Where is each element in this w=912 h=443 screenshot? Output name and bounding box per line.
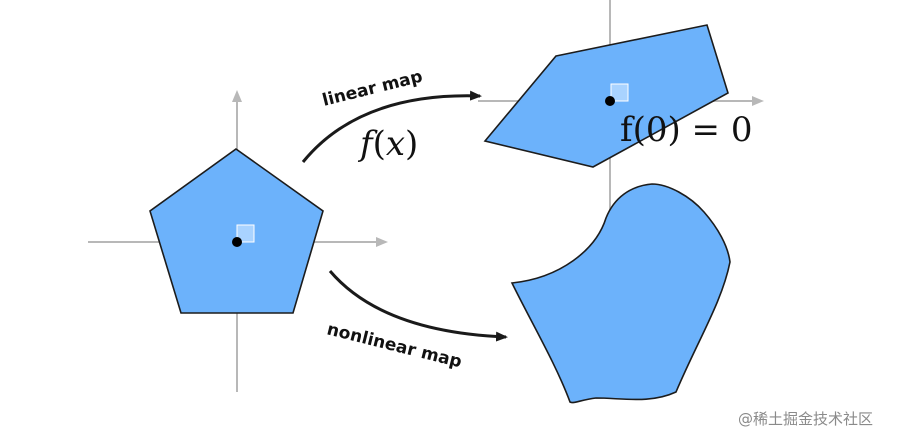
nonlinear-map-label: nonlinear map — [325, 319, 464, 372]
watermark: @稀土掘金技术社区 — [738, 410, 873, 428]
fixed-point-formula: f(0) = 0 — [620, 110, 752, 150]
original-y-axis-arrowhead — [232, 90, 242, 102]
linear-map-formula: f(x) — [357, 124, 418, 164]
original-origin-point — [232, 237, 242, 247]
transformed-x-axis-arrowhead — [752, 96, 764, 106]
linear-map-arrow — [301, 90, 482, 163]
formula-variable: x — [386, 124, 405, 164]
original-right-angle-marker — [236, 224, 255, 243]
linear-image-right-angle-marker — [610, 83, 629, 102]
linear-image-origin-point — [605, 96, 615, 106]
nonlinear-map-arrow — [328, 270, 508, 342]
original-x-axis-arrowhead — [376, 237, 388, 247]
linear-image-pentagon — [483, 24, 729, 168]
formula-close-paren: ) — [405, 124, 418, 164]
formula-open-paren: ( — [373, 124, 386, 164]
nonlinear-image-shape — [510, 183, 731, 404]
linear-map-label: linear map — [320, 67, 424, 111]
